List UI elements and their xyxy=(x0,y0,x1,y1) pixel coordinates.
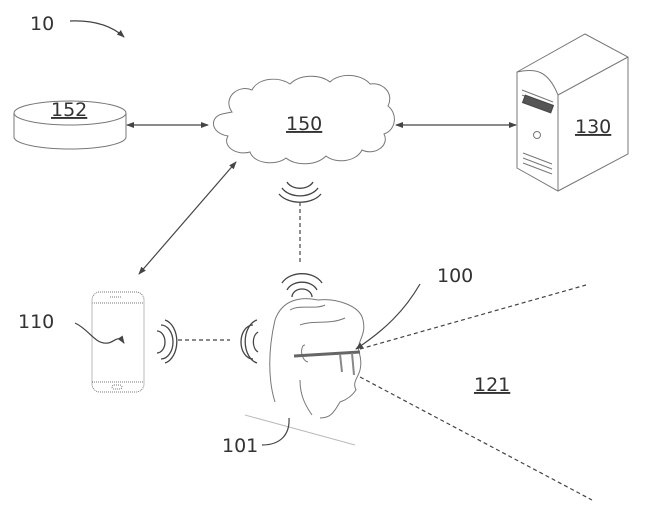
user-head-icon xyxy=(244,298,365,446)
cloud-wireless-icon xyxy=(278,181,322,203)
smartphone-icon xyxy=(91,291,145,393)
glasses-wireless-left-icon xyxy=(240,319,259,364)
phone-label: 110 xyxy=(18,311,54,333)
database-label: 152 xyxy=(51,99,87,121)
system-label-arrow xyxy=(69,20,125,38)
server-icon xyxy=(516,33,629,192)
phone-label-arrow xyxy=(74,322,125,344)
database-icon xyxy=(13,100,127,150)
glasses-label: 100 xyxy=(437,265,473,287)
cloud-phone-link xyxy=(138,161,237,275)
server-label: 130 xyxy=(575,116,611,138)
glasses-wireless-up-icon xyxy=(281,273,323,298)
system-label: 10 xyxy=(30,13,54,35)
user-label-leader xyxy=(261,417,290,446)
field-of-view-lower-boundary xyxy=(359,376,593,501)
phone-wireless-icon xyxy=(156,319,178,364)
user-label: 101 xyxy=(222,435,258,457)
glasses-label-arrow xyxy=(355,283,421,350)
smart-glasses-icon xyxy=(293,350,361,376)
field-of-view-upper-boundary xyxy=(359,284,587,350)
field-of-view-label: 121 xyxy=(474,374,510,396)
cloud-icon xyxy=(213,75,395,165)
cloud-label: 150 xyxy=(286,113,322,135)
